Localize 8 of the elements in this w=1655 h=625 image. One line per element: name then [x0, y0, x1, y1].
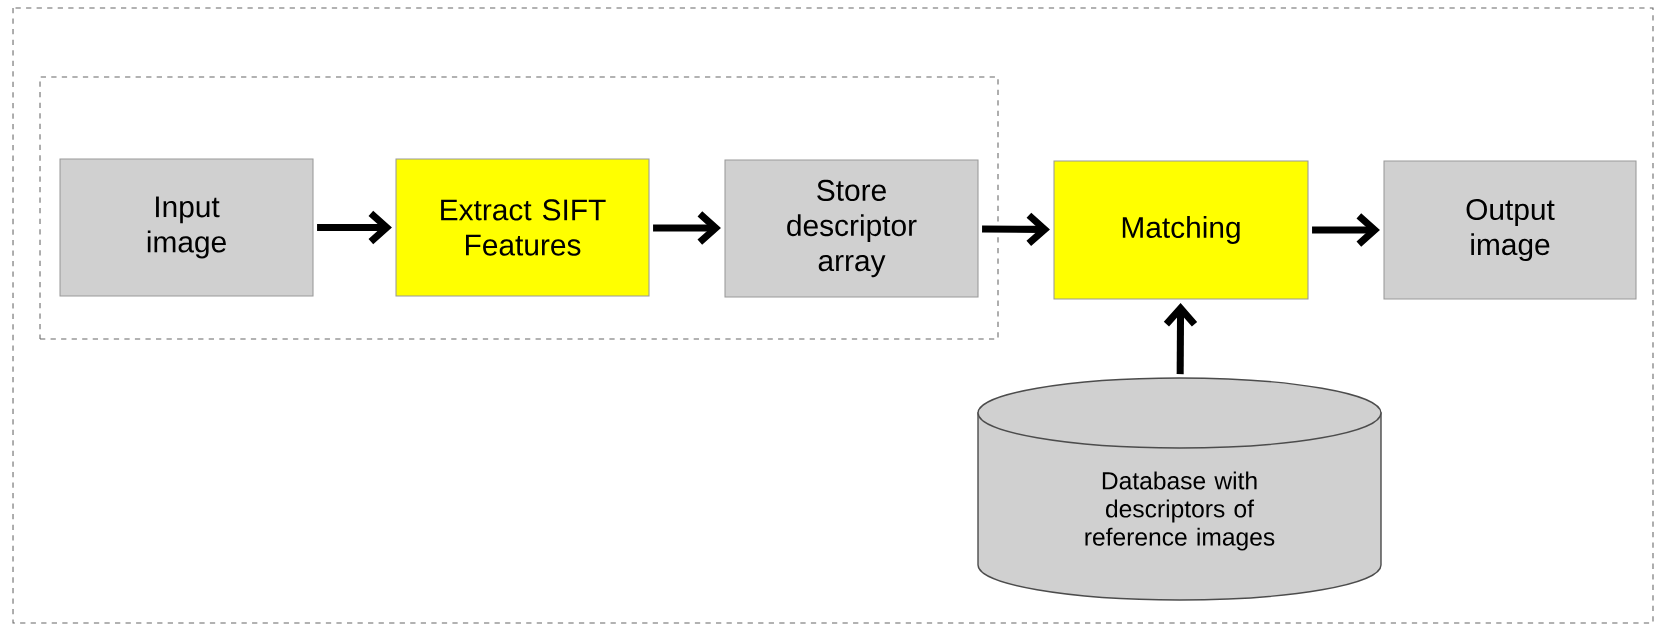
process-box: Extract SIFT Features — [395, 158, 650, 297]
arrow — [1163, 303, 1198, 375]
process-box: Output image — [1383, 160, 1637, 300]
process-box: Store descriptor array — [724, 159, 979, 298]
dashed-group-box — [39, 76, 999, 340]
database-cylinder: Database with descriptors of reference images — [977, 377, 1382, 601]
process-box: Matching — [1053, 160, 1309, 300]
process-box: Input image — [59, 158, 314, 297]
